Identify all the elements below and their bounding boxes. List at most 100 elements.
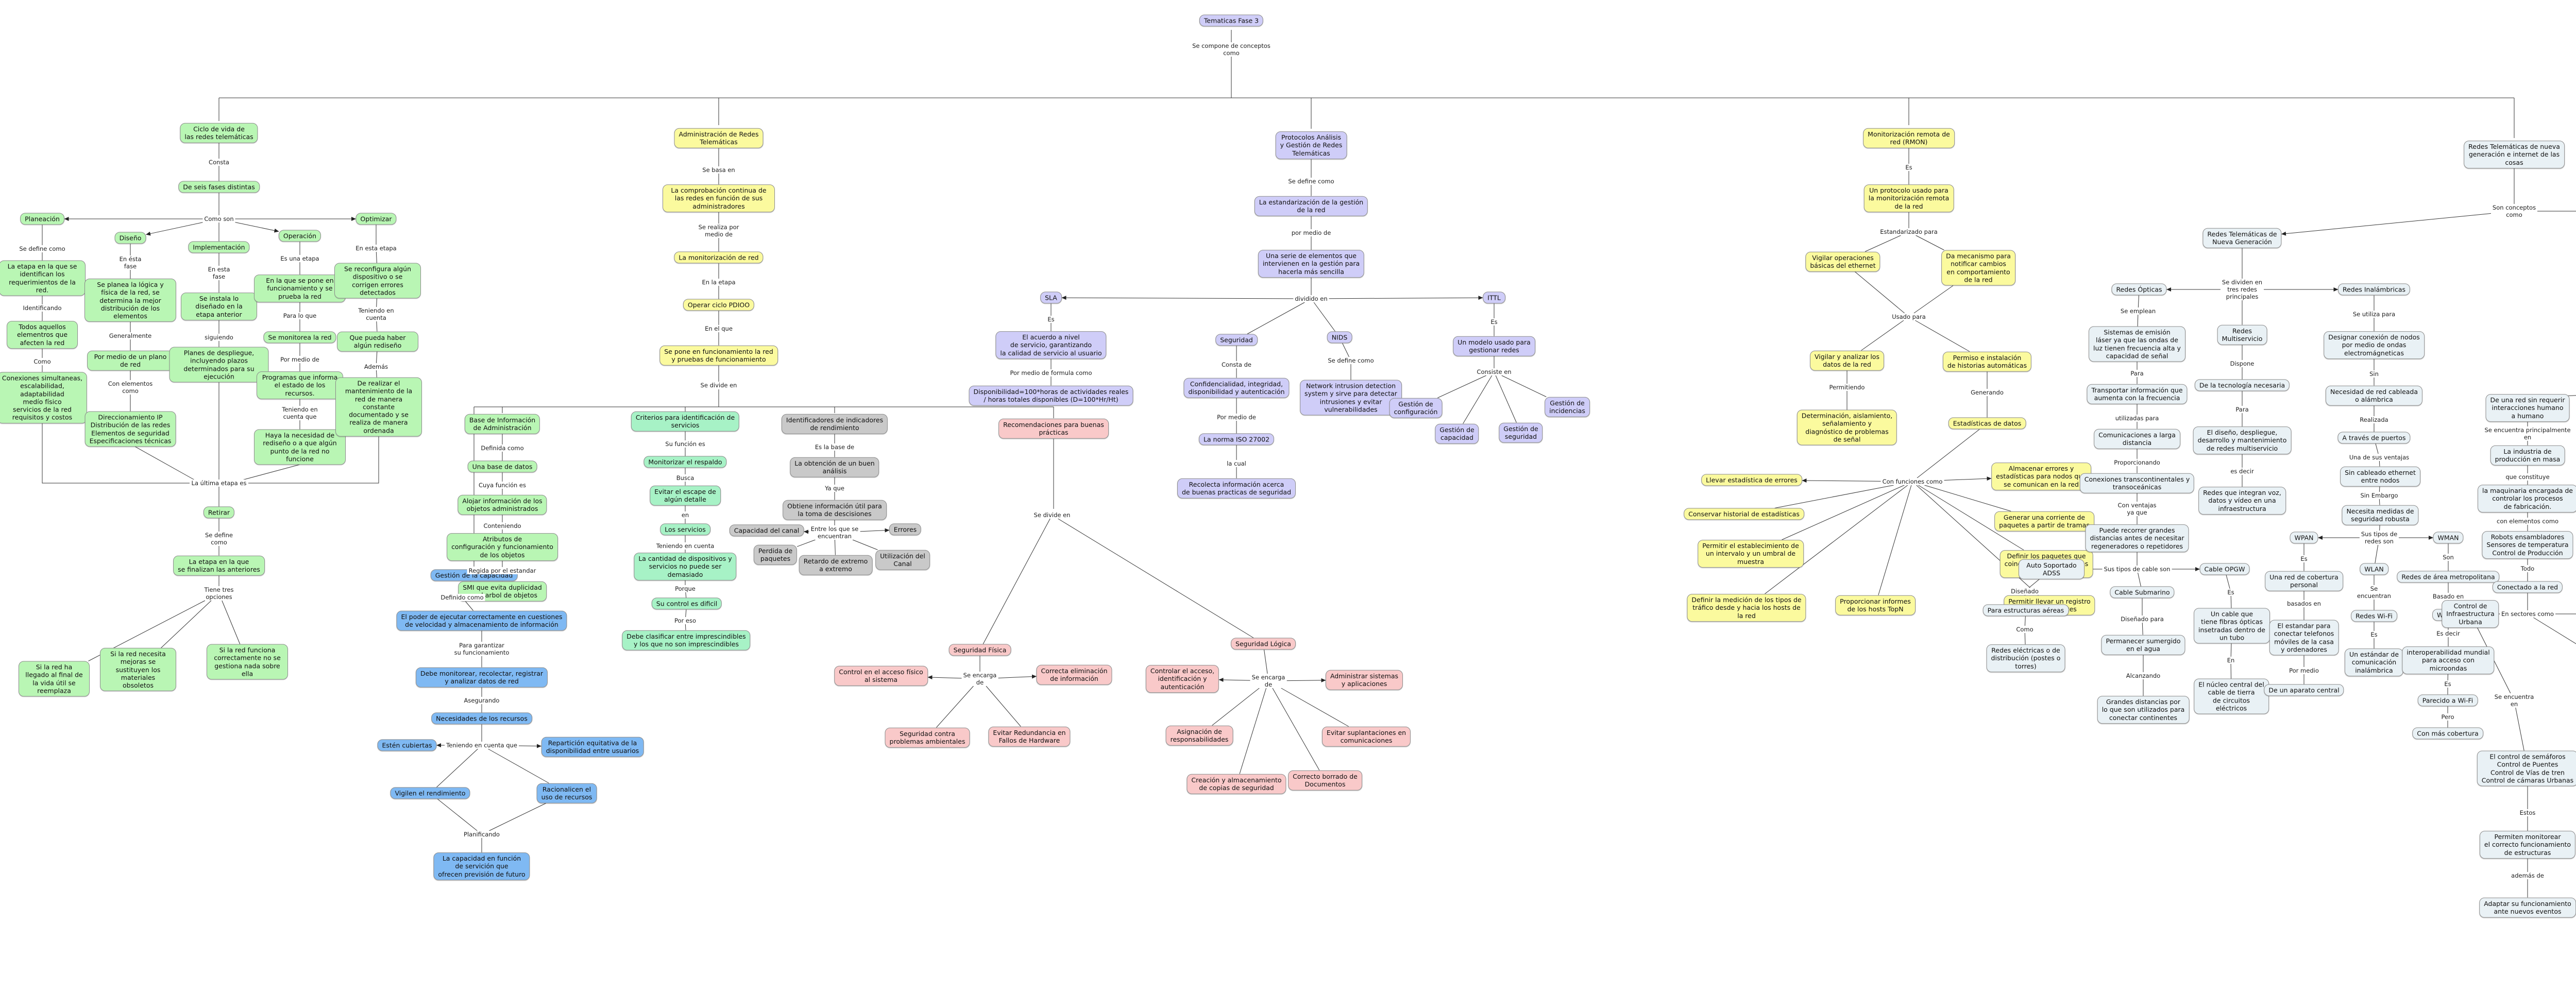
concept-node[interactable]: Haya la necesidad de rediseño o a que al… <box>254 429 346 465</box>
concept-node[interactable]: Almacenar errores y estadísticas para no… <box>1991 463 2091 490</box>
concept-node[interactable]: Redes eléctricas o de distribución (post… <box>1986 644 2065 672</box>
concept-node[interactable]: Gestión de seguridad <box>1499 422 1543 443</box>
concept-node[interactable]: Correcto borrado de Documentos <box>1288 770 1362 791</box>
concept-node[interactable]: De una red sin requerir interacciones hu… <box>2485 394 2570 422</box>
concept-node[interactable]: El diseño, despliegue, desarrollo y mant… <box>2193 426 2292 454</box>
concept-node[interactable]: Ciclo de vida de las redes telemáticas <box>180 123 258 143</box>
concept-node[interactable]: Los servicios <box>660 523 710 536</box>
concept-node[interactable]: Controlar el acceso, identificación y au… <box>1145 665 1219 693</box>
concept-node[interactable]: Seguridad Física <box>948 644 1011 656</box>
concept-node[interactable]: Errores <box>889 523 922 536</box>
concept-node[interactable]: Un cable que tiene fibras ópticas insetr… <box>2194 608 2270 644</box>
concept-node[interactable]: Correcta eliminación de información <box>1036 664 1112 685</box>
concept-node[interactable]: Conservar historial de estadísticas <box>1684 508 1804 520</box>
concept-node[interactable]: Control de Infraestructura Urbana <box>2442 600 2499 628</box>
concept-node[interactable]: Redes de área metropolitana <box>2397 571 2500 583</box>
concept-node[interactable]: El acuerdo a nivel de servicio, garantiz… <box>995 331 1107 359</box>
concept-node[interactable]: WLAN <box>2360 563 2388 575</box>
concept-node[interactable]: El poder de ejecutar correctamente en cu… <box>396 610 567 631</box>
concept-node[interactable]: Comunicaciones a larga distancia <box>2094 429 2180 449</box>
concept-node[interactable]: Evitar suplantaciones en comunicaciones <box>1321 726 1411 747</box>
concept-node[interactable]: Base de Información de Administración <box>464 414 540 434</box>
concept-node[interactable]: Redes Telemáticas de nueva generación e … <box>2464 141 2565 168</box>
concept-node[interactable]: Retirar <box>203 506 235 519</box>
concept-node[interactable]: Conexiones transcontinentales y transoce… <box>2079 473 2195 493</box>
concept-node[interactable]: La etapa en la que se identifican los re… <box>0 260 86 296</box>
concept-node[interactable]: Cable Submarino <box>2110 586 2175 598</box>
concept-node[interactable]: Monitorización remota de red (RMON) <box>1863 128 1955 148</box>
concept-node[interactable]: Administración de Redes Telemáticas <box>674 128 764 148</box>
concept-node[interactable]: La capacidad en función de servición que… <box>433 852 530 880</box>
concept-node[interactable]: Protocolos Análisis y Gestión de Redes T… <box>1275 131 1347 159</box>
concept-node[interactable]: De seis fases distintas <box>178 181 260 193</box>
concept-node[interactable]: Gestión de incidencias <box>1545 397 1590 417</box>
concept-node[interactable]: Un modelo usado para gestionar redes <box>1453 336 1535 356</box>
concept-node[interactable]: Vigilen el rendimiento <box>390 787 470 799</box>
concept-node[interactable]: Programas que informa el estado de los r… <box>257 371 343 399</box>
concept-node[interactable]: Permitir el establecimiento de un interv… <box>1698 540 1804 568</box>
concept-node[interactable]: Monitorizar el respaldo <box>643 456 727 468</box>
concept-node[interactable]: Si la red ha llegado al final de la vida… <box>19 661 90 697</box>
concept-node[interactable]: Se planea la lógica y física de la red, … <box>84 278 176 322</box>
concept-node[interactable]: Direccionamiento IP Distribución de las … <box>84 411 176 447</box>
concept-node[interactable]: Que pueda haber algún rediseño <box>337 331 418 352</box>
concept-node[interactable]: Permiten monitorear el correcto funciona… <box>2479 831 2576 859</box>
concept-node[interactable]: Si la red funciona correctamente no se g… <box>207 644 288 680</box>
concept-node[interactable]: Implementación <box>188 241 250 253</box>
concept-node[interactable]: Una red de cobertura personal <box>2265 571 2343 591</box>
concept-node[interactable]: Utilización del Canal <box>875 550 930 570</box>
concept-node[interactable]: Repartición equitativa de la disponibili… <box>541 737 644 757</box>
concept-node[interactable]: Gestión de capacidad <box>1435 423 1479 444</box>
concept-node[interactable]: Da mecanismo para notificar cambios en c… <box>1941 250 2015 286</box>
concept-node[interactable]: Auto Soportado ADSS <box>2019 559 2084 579</box>
concept-node[interactable]: Todos aquellos elementros que afecten la… <box>7 321 78 349</box>
concept-node[interactable]: Redes Telemáticas de Nueva Generación <box>2202 228 2282 248</box>
concept-node[interactable]: Su control es dificil <box>651 597 722 610</box>
concept-node[interactable]: Retardo de extremo a extremo <box>799 555 873 575</box>
concept-node[interactable]: Redes Multiservicio <box>2217 324 2267 345</box>
concept-node[interactable]: El núcleo central del cable de tierra de… <box>2194 678 2269 714</box>
concept-node[interactable]: la maquinaria encargada de controlar los… <box>2478 485 2576 512</box>
concept-node[interactable]: La estandarización de la gestión de la r… <box>1254 196 1368 216</box>
concept-node[interactable]: Generar una corriente de paquetes a part… <box>1994 511 2094 532</box>
concept-node[interactable]: Vigilar operaciones básicas del ethernet <box>1805 251 1880 272</box>
concept-node[interactable]: La etapa en la que se finalizan las ante… <box>173 555 265 576</box>
concept-node[interactable]: Robots ensambladores Sensores de tempera… <box>2482 531 2573 559</box>
concept-node[interactable]: La cantidad de dispositivos y servicios … <box>634 553 737 580</box>
concept-node[interactable]: Perdida de paquetes <box>753 544 798 565</box>
concept-node[interactable]: NIDS <box>1327 331 1352 344</box>
concept-node[interactable]: Criterios para identificación de servici… <box>631 411 740 432</box>
concept-node[interactable]: WPAN <box>2290 532 2318 544</box>
concept-node[interactable]: Necesita medidas de seguridad robusta <box>2342 505 2419 525</box>
concept-node[interactable]: Planeación <box>20 213 64 225</box>
concept-node[interactable]: Cable OPGW <box>2199 563 2250 575</box>
concept-node[interactable]: Si la red necesita mejoras se sustituyen… <box>100 647 176 692</box>
concept-node[interactable]: Atributos de configuración y funcionamie… <box>447 533 558 561</box>
concept-node[interactable]: La norma ISO 27002 <box>1198 433 1275 446</box>
concept-node[interactable]: Sistemas de emisión láser ya que las ond… <box>2089 326 2185 362</box>
concept-node[interactable]: Redes Wi-Fi <box>2351 610 2397 622</box>
concept-node[interactable]: Conectado a la red <box>2492 581 2563 593</box>
concept-node[interactable]: Optimizar <box>355 213 397 225</box>
concept-node[interactable]: Redes Ópticas <box>2111 283 2167 296</box>
concept-node[interactable]: Operar ciclo PDIOO <box>683 299 755 311</box>
concept-node[interactable]: Redes Inalámbricas <box>2337 283 2411 296</box>
concept-node[interactable]: El control de semáforos Control de Puent… <box>2477 750 2576 786</box>
concept-node[interactable]: En la que se pone en funcionamiento y se… <box>254 275 346 302</box>
concept-node[interactable]: Con más cobertura <box>2412 727 2483 740</box>
concept-node[interactable]: Definir la medición de los tipos de tráf… <box>1687 594 1806 622</box>
concept-node[interactable]: Gestión de configuración <box>1389 398 1443 418</box>
concept-node[interactable]: Disponibilidad=100*horas de actividades … <box>969 385 1133 406</box>
concept-node[interactable]: Se reconfigura algún dispositivo o se co… <box>334 263 421 299</box>
concept-node[interactable]: De un aparato central <box>2264 684 2344 696</box>
concept-node[interactable]: Recolecta información acerca de buenas p… <box>1177 478 1296 499</box>
concept-node[interactable]: De realizar el mantenimiento de la red d… <box>335 377 422 437</box>
concept-node[interactable]: Para estructuras aéreas <box>1982 604 2069 617</box>
concept-node[interactable]: ITTL <box>1483 292 1505 304</box>
concept-node[interactable]: SLA <box>1040 292 1062 304</box>
concept-node[interactable]: La industria de producción en masa <box>2490 445 2565 466</box>
concept-node[interactable]: Identificadores de indicadores de rendim… <box>781 414 888 434</box>
concept-node[interactable]: Se monitorea la red <box>263 331 336 344</box>
concept-node[interactable]: Transportar información que aumenta con … <box>2087 384 2188 404</box>
concept-node[interactable]: Un estándar de comunicación inalámbrica <box>2344 648 2404 676</box>
